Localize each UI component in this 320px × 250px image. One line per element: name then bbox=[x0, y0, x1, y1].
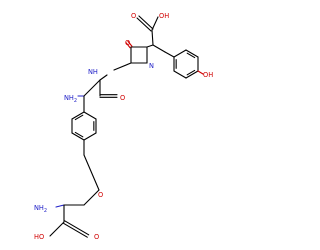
atom-label-lactam-n: N bbox=[149, 62, 154, 70]
bond-ch2-ch2 bbox=[83, 189, 100, 206]
phenol-ring bbox=[185, 70, 199, 79]
phenol-ring bbox=[185, 49, 199, 58]
middle-ring-inner bbox=[74, 131, 84, 138]
bond-c-o2 bbox=[62, 222, 88, 238]
phenol-ring-inner bbox=[186, 69, 196, 76]
atom-label-phenol-oh: OH bbox=[203, 71, 213, 79]
atom-label-layer: OH O OH O N NH O NH2 O NH2 HO O bbox=[34, 12, 213, 241]
atom-label-amide-nh: NH bbox=[88, 68, 98, 76]
phenol-ring bbox=[173, 70, 187, 79]
atom-label-acid-top-oh: OH bbox=[159, 12, 169, 20]
bond-c-alpha bbox=[83, 79, 101, 97]
atom-label-alpha-nh2: NH2 bbox=[64, 94, 77, 104]
structure-svg: OH O OH O N NH O NH2 O NH2 HO O bbox=[34, 12, 213, 241]
middle-ring bbox=[83, 132, 97, 141]
atom-label-acid-top-o: O bbox=[131, 12, 136, 20]
atom-label-acid-bottom-o: O bbox=[94, 233, 99, 241]
middle-ring bbox=[83, 111, 97, 120]
lactam-c-o bbox=[125, 42, 131, 49]
atom-label-acid-bottom-oh: HO bbox=[34, 233, 44, 241]
bond-c-o-double bbox=[136, 17, 152, 32]
bond-n-ch bbox=[146, 44, 154, 48]
bond-ch-ring bbox=[164, 51, 175, 58]
bond-c-o-double bbox=[138, 15, 154, 30]
bond-ch-n bbox=[152, 44, 166, 53]
bond-ch-cooh bbox=[151, 29, 154, 46]
bond-o-ch2 bbox=[83, 154, 100, 191]
atom-label-amide-o: O bbox=[120, 94, 125, 102]
phenol-ring bbox=[173, 49, 187, 58]
bond-nh-c bbox=[99, 74, 108, 81]
atom-label-lactam-o: O bbox=[125, 39, 130, 47]
bond-c-oh2 bbox=[49, 221, 65, 237]
middle-ring-inner bbox=[74, 114, 84, 121]
bond-ring-oh bbox=[197, 70, 204, 75]
bond-layer bbox=[49, 15, 204, 238]
middle-ring bbox=[71, 132, 85, 141]
middle-ring bbox=[71, 111, 85, 120]
bond-ch-nh2 bbox=[55, 204, 65, 208]
lactam-c-o bbox=[127, 40, 133, 47]
phenol-ring-inner bbox=[186, 52, 196, 59]
bond-c-o2 bbox=[64, 220, 90, 236]
atom-label-bottom-nh2: NH2 bbox=[34, 204, 47, 214]
bond-c-nh bbox=[113, 62, 132, 71]
bond-c-oh bbox=[151, 16, 159, 31]
molecule-diagram: OH O OH O N NH O NH2 O NH2 HO O bbox=[34, 12, 213, 241]
atom-label-ether-o: O bbox=[98, 191, 103, 199]
